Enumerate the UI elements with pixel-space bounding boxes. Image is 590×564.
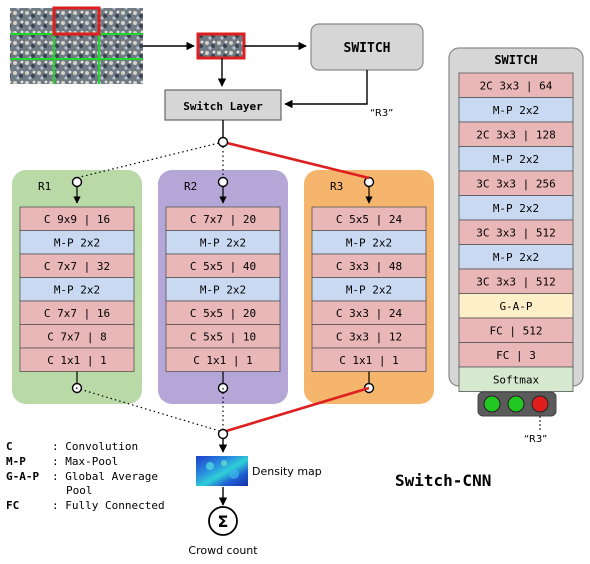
layer-label: C 7x7 | 20 <box>190 213 256 226</box>
layer-label: M-P 2x2 <box>200 284 246 297</box>
switch-layer-label: 2C 3x3 | 128 <box>476 129 555 142</box>
conv-layer <box>458 72 574 98</box>
conv-layer <box>458 170 574 196</box>
column-r3: R3 C 5x5 | 24 M-P 2x2 C 3x3 | 48 M-P 2x2 C 3x… <box>304 170 434 404</box>
layer-label: C 3x3 | 48 <box>336 260 402 273</box>
r3-label-bottom: “R3” <box>524 434 547 445</box>
green-light-icon <box>507 395 525 413</box>
switch-layer-label: 3C 3x3 | 256 <box>476 178 555 191</box>
switch-panel-title: SWITCH <box>494 53 537 67</box>
layer-label: C 1x1 | 1 <box>193 354 253 367</box>
legend-desc-2b: Pool <box>66 484 93 497</box>
column-r2: R2 C 7x7 | 20 M-P 2x2 C 5x5 | 40 M-P 2x2 C 5x… <box>158 170 288 404</box>
column-label: R1 <box>38 180 51 193</box>
legend-desc-1: : Max-Pool <box>52 455 118 468</box>
column-label: R2 <box>184 180 197 193</box>
layer-label: C 9x9 | 16 <box>44 213 110 226</box>
r3-label-top: “R3” <box>370 108 393 119</box>
legend-abbr-2: G-A-P <box>6 470 39 483</box>
layer-label: M-P 2x2 <box>346 237 392 250</box>
switch-layer-label: 2C 3x3 | 64 <box>480 80 553 93</box>
legend-desc-3: : Fully Connected <box>52 499 165 512</box>
input-crowd-image <box>10 6 143 84</box>
regressor-columns: R1 C 9x9 | 16 M-P 2x2 C 7x7 | 32 M-P 2x2 C 7x… <box>12 170 434 404</box>
softmax-layer <box>458 366 574 392</box>
layer-label: C 1x1 | 1 <box>47 354 107 367</box>
active-route-top <box>222 140 370 180</box>
layer-label: C 5x5 | 40 <box>190 260 256 273</box>
switch-layer-label: FC | 512 <box>490 325 543 338</box>
layer-label: C 3x3 | 12 <box>336 331 402 344</box>
merge-node <box>217 428 229 440</box>
sigma-icon: Σ <box>218 512 229 531</box>
column-input-node <box>71 176 83 188</box>
layer-label: C 7x7 | 32 <box>44 260 110 273</box>
layer-label: C 5x5 | 20 <box>190 307 256 320</box>
layer-label: C 5x5 | 24 <box>336 213 403 226</box>
switch-layer-label: 3C 3x3 | 512 <box>476 276 555 289</box>
switch-box: SWITCH <box>310 23 424 71</box>
routing-top <box>75 140 370 180</box>
crowd-count-label: Crowd count <box>188 544 258 557</box>
layer-label: C 7x7 | 16 <box>44 307 110 320</box>
switch-layer-label: Softmax <box>493 374 540 387</box>
layer-label: M-P 2x2 <box>54 284 100 297</box>
switch-layer-label: Switch Layer <box>183 100 263 113</box>
diagram-title: Switch-CNN <box>395 471 491 490</box>
switch-layer-label: M-P 2x2 <box>493 104 539 117</box>
legend-desc-0: : Convolution <box>52 440 138 453</box>
column-label: R3 <box>330 180 343 193</box>
switch-layer-label: FC | 3 <box>496 349 536 362</box>
sum-node: Σ <box>208 506 238 536</box>
column-r1: R1 C 9x9 | 16 M-P 2x2 C 7x7 | 32 M-P 2x2 C 7x… <box>12 170 142 404</box>
layer-label: M-P 2x2 <box>346 284 392 297</box>
conv-layer <box>458 219 574 245</box>
legend-abbr-0: C <box>6 440 13 453</box>
layer-label: C 3x3 | 24 <box>336 307 403 320</box>
legend-desc-2: : Global Average <box>52 470 158 483</box>
density-map-image <box>196 456 248 486</box>
active-route-bottom <box>222 386 370 434</box>
layer-label: C 1x1 | 1 <box>339 354 399 367</box>
legend-abbr-3: FC <box>6 499 19 512</box>
traffic-light <box>477 391 557 417</box>
switch-layer-label: M-P 2x2 <box>493 153 539 166</box>
switch-layer-box: Switch Layer <box>164 89 282 121</box>
column-input-node <box>363 176 375 188</box>
red-light-icon <box>531 395 549 413</box>
switch-layer-label: G-A-P <box>499 300 532 313</box>
top-switch-node <box>217 136 229 148</box>
gap-layer <box>458 293 574 319</box>
column-input-node <box>217 176 229 188</box>
switch-layer-label: M-P 2x2 <box>493 251 539 264</box>
routing-bottom <box>75 386 370 434</box>
green-light-icon <box>483 395 501 413</box>
layer-label: C 7x7 | 8 <box>47 331 107 344</box>
fc-layer <box>458 317 574 343</box>
arrow-switch-to-layer <box>284 70 368 109</box>
image-patch <box>196 32 246 60</box>
layer-label: M-P 2x2 <box>54 237 100 250</box>
conv-layer <box>458 121 574 147</box>
legend: C : Convolution M-P : Max-Pool G-A-P : G… <box>6 440 165 512</box>
density-map-label: Density map <box>252 465 322 478</box>
layer-label: C 5x5 | 10 <box>190 331 256 344</box>
pool-layer <box>458 146 574 172</box>
switch-layer-label: M-P 2x2 <box>493 202 539 215</box>
switch-box-label: SWITCH <box>344 41 391 56</box>
legend-abbr-1: M-P <box>6 455 26 468</box>
selected-patch-highlight <box>52 6 101 36</box>
layer-label: M-P 2x2 <box>200 237 246 250</box>
switch-layer-label: 3C 3x3 | 512 <box>476 227 555 240</box>
pool-layer <box>458 97 574 123</box>
